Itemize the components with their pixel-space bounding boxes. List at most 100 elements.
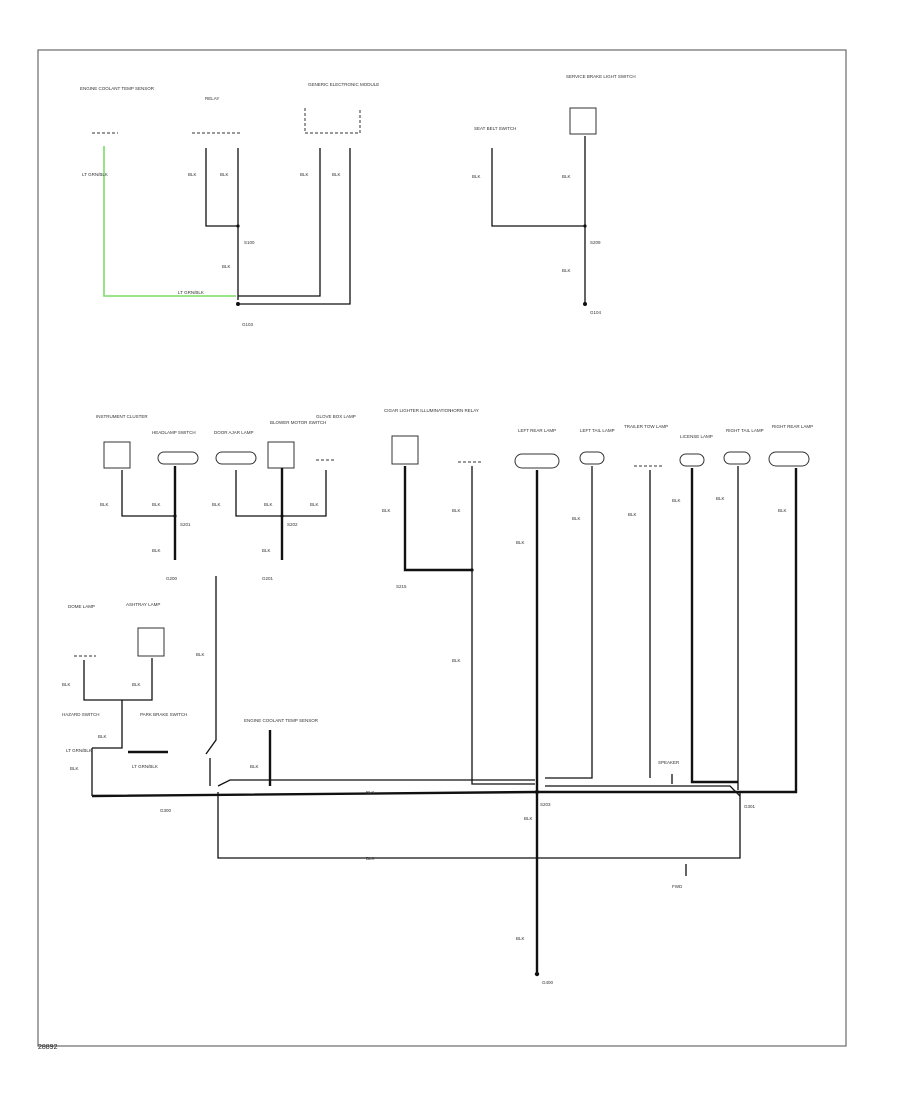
blk-wire bbox=[740, 468, 798, 794]
wire-color-label: BLK bbox=[62, 682, 71, 687]
ground-label: G104 bbox=[590, 310, 602, 315]
ground-label: G200 bbox=[166, 576, 178, 581]
component-label: LEFT TAIL LAMP bbox=[580, 428, 615, 433]
component-label: RELAY bbox=[205, 96, 219, 101]
splice-point bbox=[583, 224, 587, 228]
wire-color-label: BLK bbox=[572, 516, 581, 521]
splice-label: G300 bbox=[160, 808, 172, 813]
wire-color-label: BLK bbox=[300, 172, 309, 177]
component-label: PARK BRAKE SWITCH bbox=[140, 712, 187, 717]
wire-color-label: LT GRN/BLK bbox=[178, 290, 204, 295]
wire-color-label: BLK bbox=[516, 936, 525, 941]
wire-color-label: BLK bbox=[628, 512, 637, 517]
blk-wire bbox=[238, 148, 351, 305]
component-label: RIGHT REAR LAMP bbox=[772, 424, 813, 429]
component-label: CIGAR LIGHTER ILLUMINATION bbox=[384, 408, 451, 413]
splice-point bbox=[236, 224, 240, 228]
lamp-bulb bbox=[723, 451, 751, 465]
diagram-reference-code: 28892 bbox=[38, 1044, 58, 1051]
diagram-frame bbox=[37, 49, 847, 1047]
ground-bus: BLK BLK S203 G300 G301 BLK FWD BLK G400 bbox=[91, 779, 756, 985]
splice-point bbox=[173, 514, 177, 518]
blk-wire bbox=[205, 576, 217, 755]
wire-color-label: BLK bbox=[516, 540, 525, 545]
wire-color-label: BLK bbox=[562, 174, 571, 179]
splice-label: G301 bbox=[744, 804, 756, 809]
blk-wire bbox=[690, 468, 738, 784]
component-label: ASHTRAY LAMP bbox=[126, 602, 160, 607]
blk-wire bbox=[205, 148, 238, 227]
wire-color-label: LT GRN/BLK bbox=[132, 764, 158, 769]
component-box bbox=[137, 627, 165, 657]
lt-grn-blk-wire bbox=[103, 146, 236, 297]
main-ground-bus-wire bbox=[91, 790, 740, 798]
lamp-bulb bbox=[679, 453, 705, 467]
component-box bbox=[267, 441, 295, 469]
wire-color-label: BLK bbox=[264, 502, 273, 507]
wire-color-label: BLK bbox=[524, 816, 533, 821]
lamp-bulb bbox=[768, 451, 810, 467]
component-label: DOOR AJAR LAMP bbox=[214, 430, 254, 435]
blk-wire bbox=[83, 658, 153, 701]
splice-label: S100 bbox=[244, 240, 255, 245]
component-label: RIGHT TAIL LAMP bbox=[726, 428, 764, 433]
wire-color-label: LT GRN/BLK bbox=[82, 172, 108, 177]
lamp-bulb bbox=[514, 453, 560, 469]
blk-wire bbox=[545, 466, 593, 779]
component-box bbox=[569, 107, 597, 135]
wire-color-label: BLK bbox=[366, 856, 375, 861]
top-left-circuit: ENGINE COOLANT TEMP SENSOR RELAY GENERIC… bbox=[80, 82, 379, 327]
wire-color-label: BLK bbox=[196, 652, 205, 657]
wire-color-label: BLK bbox=[778, 508, 787, 513]
component-label: BLOWER MOTOR SWITCH bbox=[270, 420, 326, 425]
component-label: LICENSE LAMP bbox=[680, 434, 713, 439]
component-label: SERVICE BRAKE LIGHT SWITCH bbox=[566, 74, 636, 79]
component-label: GENERIC ELECTRONIC MODULE bbox=[308, 82, 379, 87]
wire-color-label: BLK bbox=[152, 548, 161, 553]
ground-bus-wire bbox=[217, 792, 741, 859]
wire-color-label: BLK bbox=[332, 172, 341, 177]
wire-color-label: BLK bbox=[310, 502, 319, 507]
ground-label: G201 bbox=[262, 576, 274, 581]
wire-color-label: BLK bbox=[366, 790, 375, 795]
blk-wire bbox=[403, 466, 472, 572]
component-label: LEFT REAR LAMP bbox=[518, 428, 556, 433]
wire-color-label: BLK bbox=[562, 268, 571, 273]
ground-bus-wire bbox=[217, 779, 535, 787]
connector-outline bbox=[304, 108, 361, 134]
splice-label: S215 bbox=[396, 584, 407, 589]
blk-wire bbox=[92, 700, 123, 749]
splice-label: S209 bbox=[590, 240, 601, 245]
wire-color-label: BLK bbox=[672, 498, 681, 503]
component-label: INSTRUMENT CLUSTER bbox=[96, 414, 148, 419]
wire-color-label: BLK bbox=[220, 172, 229, 177]
ground-point bbox=[236, 302, 240, 306]
wire-color-label: BLK bbox=[98, 734, 107, 739]
wire-color-label: BLK bbox=[472, 174, 481, 179]
wire-color-label: BLK bbox=[100, 502, 109, 507]
ground-point bbox=[534, 971, 540, 977]
component-box bbox=[391, 435, 419, 465]
component-box bbox=[103, 441, 131, 469]
splice-point bbox=[470, 568, 474, 572]
wire-color-label: BLK bbox=[188, 172, 197, 177]
wire-color-label: LT GRN/BLK bbox=[66, 748, 92, 753]
wire-color-label: BLK bbox=[382, 508, 391, 513]
splice-point bbox=[280, 514, 284, 518]
component-label: HEADLAMP SWITCH bbox=[152, 430, 196, 435]
component-label: ENGINE COOLANT TEMP SENSOR bbox=[80, 86, 155, 91]
component-label: SPEAKER bbox=[658, 760, 680, 765]
wire-color-label: BLK bbox=[222, 264, 231, 269]
lamp-bulb bbox=[215, 451, 257, 465]
wire-color-label: BLK bbox=[716, 496, 725, 501]
component-label: GLOVE BOX LAMP bbox=[316, 414, 356, 419]
splice-point bbox=[535, 790, 539, 794]
blk-wire bbox=[491, 148, 585, 227]
top-right-circuit: SERVICE BRAKE LIGHT SWITCH SEAT BELT SWI… bbox=[472, 74, 636, 315]
lamp-bulb bbox=[579, 451, 605, 465]
component-label: ENGINE COOLANT TEMP SENSOR bbox=[244, 718, 319, 723]
ground-point bbox=[583, 302, 587, 306]
component-label: HORN RELAY bbox=[450, 408, 479, 413]
wire-color-label: BLK bbox=[212, 502, 221, 507]
